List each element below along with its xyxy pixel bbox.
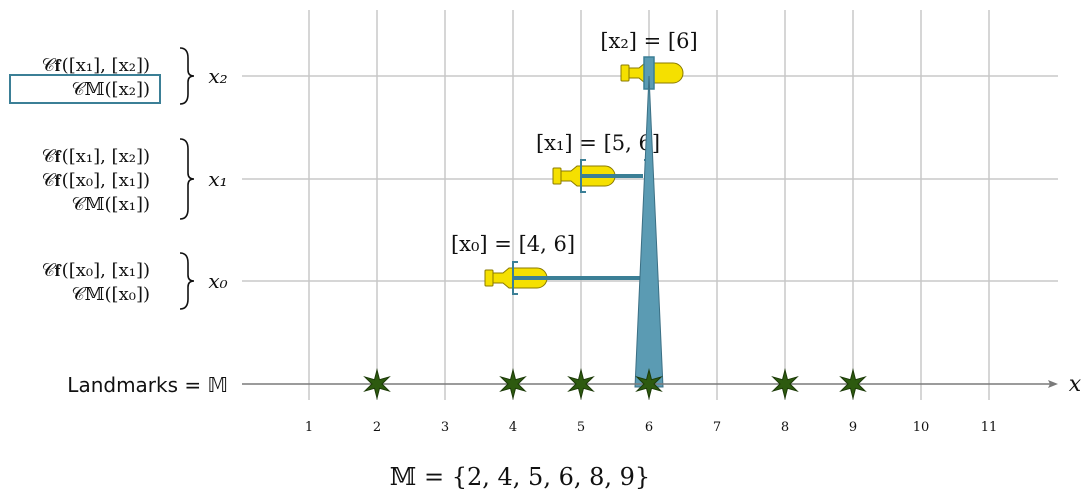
- constraint-group-x2: 𝒞𝐟([x₁], [x₂]) 𝒞𝕄([x₂]) x₂: [9, 47, 228, 105]
- state-row-x1: [x₁] = [5, 6]: [536, 131, 660, 193]
- tick-label: 9: [849, 420, 857, 435]
- tick-label: 10: [913, 420, 930, 435]
- brace-icon: [179, 47, 195, 105]
- row-variable-label: x₂: [208, 64, 227, 88]
- interval-label: [x₀] = [4, 6]: [451, 232, 575, 256]
- landmarks-label: Landmarks = 𝕄: [67, 373, 228, 397]
- landmark-star-icon: [771, 368, 799, 400]
- axis-arrow-icon: [1048, 380, 1058, 388]
- landmark-star-icon: [363, 368, 391, 400]
- tick-label: 4: [509, 420, 517, 435]
- interval-bracket-left: [512, 261, 518, 295]
- interval-bracket-left: [580, 159, 586, 193]
- state-row-x2: [x₂] = [6]: [600, 29, 698, 90]
- tick-label: 8: [781, 420, 789, 435]
- constraint-label: 𝒞𝕄([x₂]): [71, 79, 150, 100]
- state-row-x0: [x₀] = [4, 6]: [451, 232, 650, 295]
- state-rows: [x₂] = [6] [x₁] = [5, 6] [x₀] = [4, 6]: [451, 29, 698, 295]
- landmark-star-icon: [839, 368, 867, 400]
- brace-icon: [179, 252, 195, 310]
- constraint-group-x1: 𝒞𝐟([x₁], [x₂]) 𝒞𝐟([x₀], [x₁]) 𝒞𝕄([x₁]) x₁: [42, 138, 228, 220]
- tick-label: 5: [577, 420, 585, 435]
- brace-icon: [179, 138, 195, 220]
- axis-label: x: [1069, 372, 1082, 397]
- constraint-label: 𝒞𝕄([x₀]): [71, 284, 150, 305]
- constraint-label: 𝒞𝐟([x₀], [x₁]): [42, 260, 150, 281]
- constraint-highlight-box: [9, 74, 161, 104]
- cone-shape: [634, 75, 664, 388]
- tick-label: 6: [645, 420, 653, 435]
- row-variable-label: x₁: [208, 167, 227, 191]
- tick-label: 2: [373, 420, 381, 435]
- constraint-label: 𝒞𝕄([x₁]): [71, 194, 150, 215]
- tick-label: 3: [441, 420, 449, 435]
- robot-icon: [620, 62, 684, 84]
- constraint-label: 𝒞𝐟([x₁], [x₂]): [42, 55, 150, 76]
- tick-label: 11: [981, 420, 998, 435]
- uncertainty-cone: [634, 75, 664, 388]
- tick-label: 1: [305, 420, 313, 435]
- landmark-star-icon: [635, 368, 663, 400]
- landmark-star-icon: [499, 368, 527, 400]
- tick-label: 7: [713, 420, 721, 435]
- constraint-label: 𝒞𝐟([x₁], [x₂]): [42, 146, 150, 167]
- landmark-star-icon: [567, 368, 595, 400]
- landmark-markers: [363, 368, 867, 400]
- interval-label: [x₂] = [6]: [600, 29, 697, 53]
- interval-label: [x₁] = [5, 6]: [536, 131, 660, 155]
- constraint-group-x0: 𝒞𝐟([x₀], [x₁]) 𝒞𝕄([x₀]) x₀: [42, 252, 228, 310]
- row-variable-label: x₀: [208, 269, 227, 293]
- landmark-set-caption: 𝕄 = {2, 4, 5, 6, 8, 9}: [390, 463, 650, 491]
- constraint-label: 𝒞𝐟([x₀], [x₁]): [42, 170, 150, 191]
